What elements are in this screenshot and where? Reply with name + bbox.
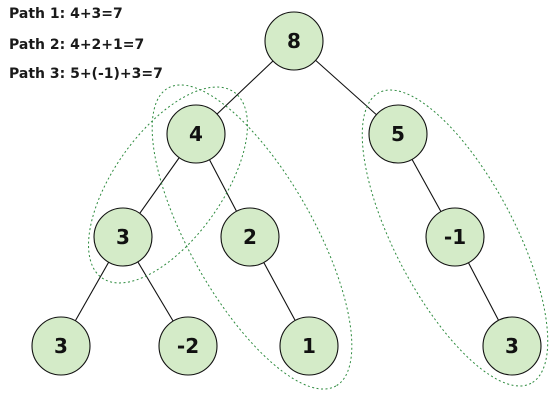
tree-node-left-left: 3 xyxy=(93,207,153,267)
tree-node-right-left-right: 3 xyxy=(482,316,542,376)
node-label-left-left: 3 xyxy=(116,225,130,249)
node-circle-left-left-left xyxy=(31,316,91,376)
node-circle-right-left xyxy=(425,207,485,267)
node-circle-left-right-right xyxy=(279,316,339,376)
node-label-right: 5 xyxy=(391,122,405,146)
node-label-left-left-left: 3 xyxy=(54,334,68,358)
node-circle-left xyxy=(166,104,226,164)
tree-node-left-left-left: 3 xyxy=(31,316,91,376)
node-label-right-left: -1 xyxy=(444,225,466,249)
path-highlights xyxy=(88,84,549,390)
node-circle-right-left-right xyxy=(482,316,542,376)
tree-nodes: 8 4 5 3 2 -1 3 -2 xyxy=(31,11,542,376)
node-circle-root xyxy=(264,11,324,71)
tree-node-left: 4 xyxy=(166,104,226,164)
node-label-left-right-right: 1 xyxy=(302,334,316,358)
node-circle-left-right xyxy=(220,207,280,267)
node-label-root: 8 xyxy=(287,29,301,53)
legend-path-2: Path 2: 4+2+1=7 xyxy=(9,37,145,53)
legend-path-1: Path 1: 4+3=7 xyxy=(9,6,123,22)
tree-edges xyxy=(60,40,513,347)
node-label-right-left-right: 3 xyxy=(505,334,519,358)
node-circle-left-left-right xyxy=(158,316,218,376)
path-2-loop xyxy=(151,84,353,390)
path-3-loop xyxy=(361,89,549,387)
node-label-left: 4 xyxy=(189,122,203,146)
tree-node-left-right: 2 xyxy=(220,207,280,267)
node-circle-right xyxy=(368,104,428,164)
legend-path-3: Path 3: 5+(-1)+3=7 xyxy=(9,66,163,82)
tree-node-left-right-right: 1 xyxy=(279,316,339,376)
node-label-left-right: 2 xyxy=(243,225,257,249)
tree-node-right-left: -1 xyxy=(425,207,485,267)
tree-node-left-left-right: -2 xyxy=(158,316,218,376)
tree-node-right: 5 xyxy=(368,104,428,164)
node-label-left-left-right: -2 xyxy=(177,334,199,358)
tree-node-root: 8 xyxy=(264,11,324,71)
path-1-loop xyxy=(88,86,248,284)
node-circle-left-left xyxy=(93,207,153,267)
